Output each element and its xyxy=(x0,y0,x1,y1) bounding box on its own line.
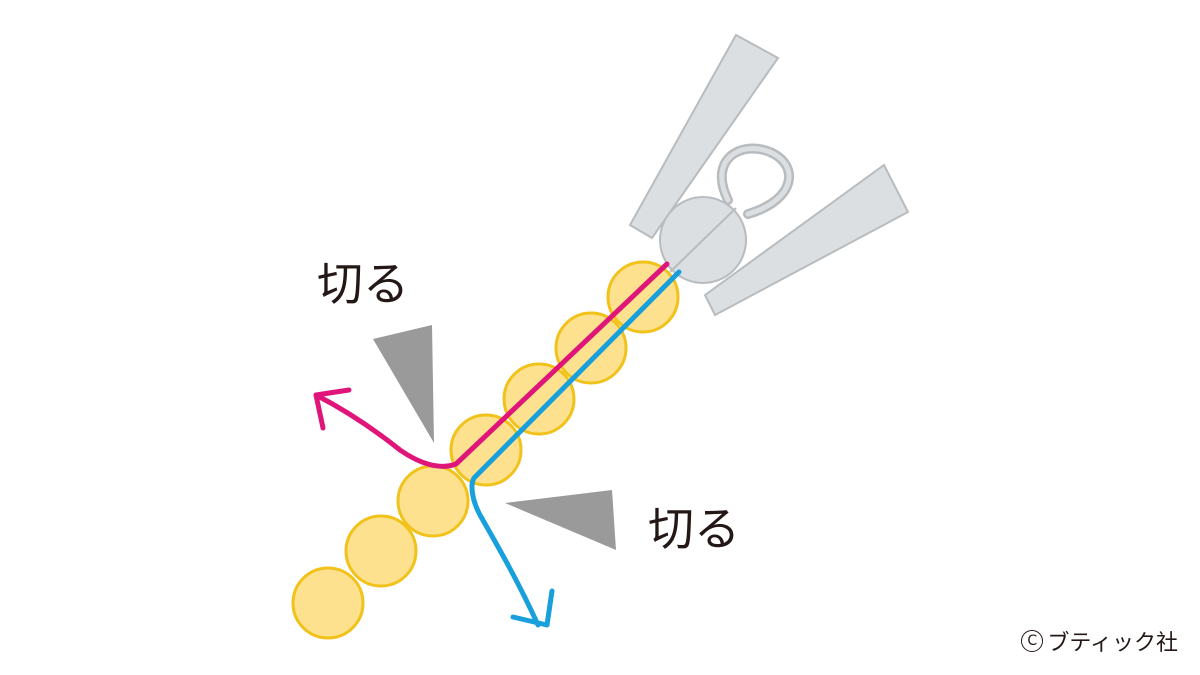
publisher-credit: C ブティック社 xyxy=(1021,625,1178,657)
arrow-up-left-icon xyxy=(313,387,352,431)
cut-label-lower: 切る xyxy=(648,502,740,556)
metal-bead-hole xyxy=(669,207,737,273)
bead xyxy=(344,514,418,588)
clasp-loop-inner xyxy=(719,146,792,217)
thread-cyan xyxy=(469,269,682,628)
bead xyxy=(449,413,523,487)
tweezer-blade-lower xyxy=(703,163,910,317)
bead-strand xyxy=(291,260,680,640)
bead xyxy=(502,362,576,436)
copyright-icon: C xyxy=(1021,630,1044,652)
thread-magenta xyxy=(313,261,670,469)
publisher-name: ブティック社 xyxy=(1047,631,1178,656)
arrow-down-icon xyxy=(510,588,555,628)
bead xyxy=(291,566,365,640)
bead xyxy=(606,260,680,334)
bead xyxy=(554,311,628,385)
cut-label-upper: 切る xyxy=(317,257,409,311)
bead xyxy=(396,464,470,538)
triangle-pointer-icon xyxy=(373,325,434,443)
triangle-pointer-icon xyxy=(505,490,616,550)
tweezer-blade-upper xyxy=(628,33,780,240)
